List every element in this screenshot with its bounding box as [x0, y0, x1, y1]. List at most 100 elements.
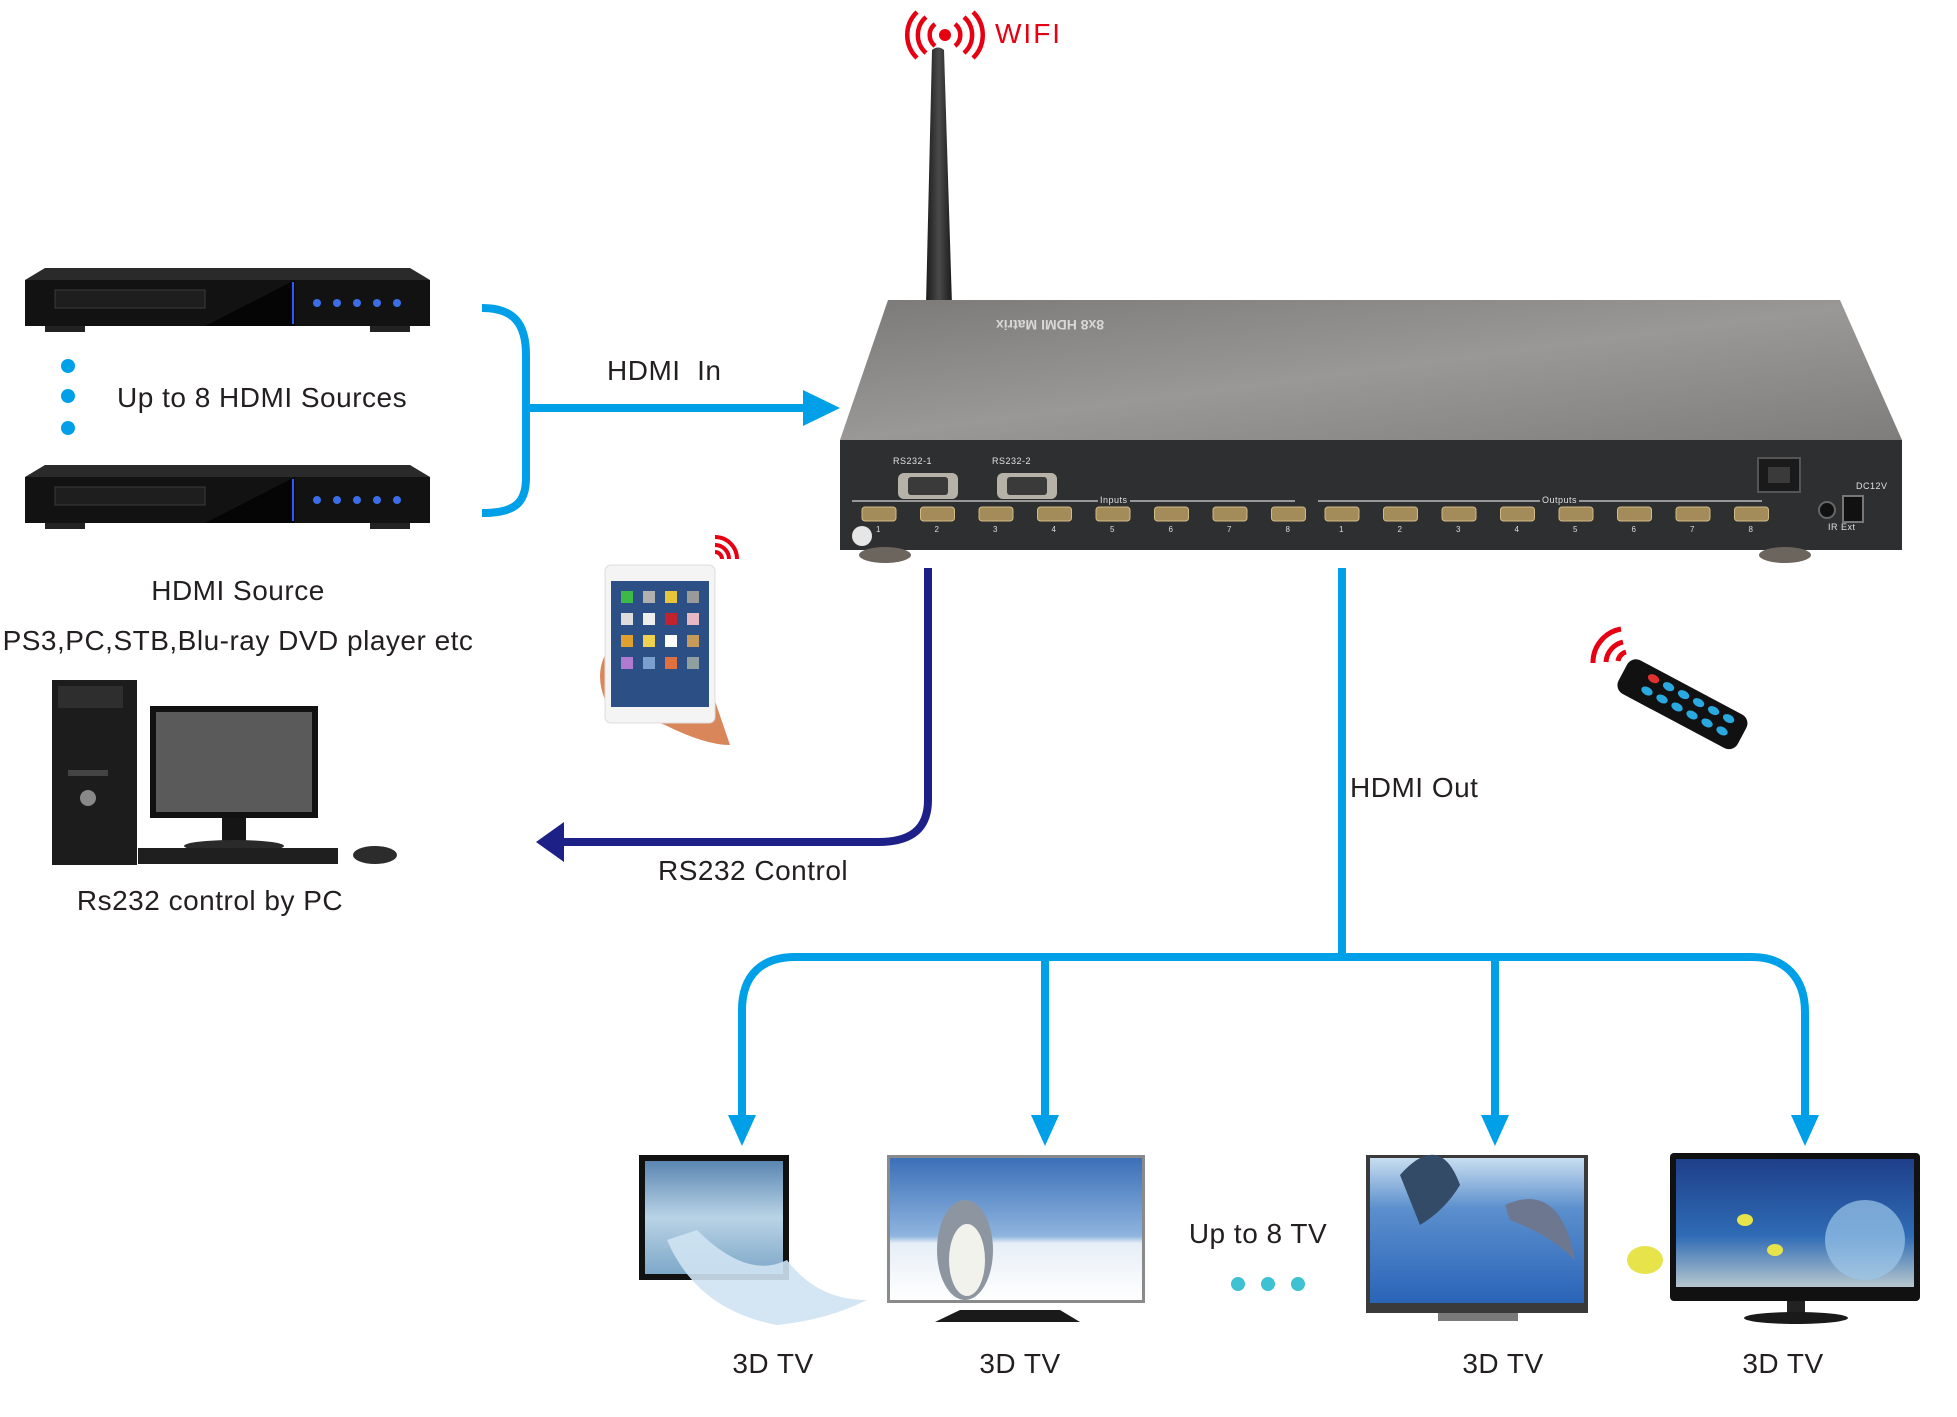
output-hdmi-port-1: [1324, 506, 1360, 522]
inputs-label: Inputs: [1098, 495, 1130, 505]
tv-3-label: 3D TV: [1462, 1348, 1544, 1379]
device-screw: [852, 526, 872, 546]
rs232-2-label: RS232-2: [992, 456, 1032, 466]
output-hdmi-port-7: [1675, 506, 1711, 522]
remote-button: [1677, 690, 1690, 700]
tablet-app-icon: [665, 591, 677, 603]
matrix-top-panel: [840, 300, 1902, 440]
wifi-broadcast-icon: [905, 10, 985, 60]
rs232-port-2: [997, 473, 1057, 499]
hdmi-in-arrowhead: [803, 390, 840, 426]
input-port-number: 1: [876, 525, 881, 534]
desktop-pc: [52, 680, 397, 865]
input-port-number: 7: [1227, 525, 1232, 534]
rs232-line: [560, 568, 932, 846]
pc-caption: Rs232 control by PC: [76, 885, 344, 916]
tablet-app-icon: [687, 613, 699, 625]
output-port-number: 1: [1339, 525, 1344, 534]
ir-remote-control: [1590, 626, 1748, 750]
tv-1-label: 3D TV: [732, 1348, 814, 1379]
tablet-app-icon: [643, 591, 655, 603]
tablet-app-icon: [665, 657, 677, 669]
remote-button: [1692, 698, 1705, 708]
ir-ext-jack: [1818, 501, 1836, 519]
remote-button: [1716, 726, 1728, 736]
tv-4-fish: [1627, 1153, 1920, 1324]
input-hdmi-port-4: [1037, 506, 1072, 522]
output-hdmi-port-4: [1500, 506, 1535, 522]
rs232-port-1: [898, 473, 958, 499]
sources-count-label: Up to 8 HDMI Sources: [117, 382, 408, 413]
rs232-control-label: RS232 Control: [658, 855, 849, 886]
tv-more-dot: [1261, 1277, 1275, 1291]
outputs-label: Outputs: [1540, 495, 1580, 505]
tablet-app-icon: [643, 613, 655, 625]
tv-count-label: Up to 8 TV: [1188, 1218, 1328, 1249]
tablet-app-icon: [687, 635, 699, 647]
dc-power-label: DC12V: [1856, 481, 1888, 491]
output-port-number: 2: [1397, 525, 1403, 534]
tablet-app-icon: [643, 635, 655, 647]
input-hdmi-port-1: [861, 506, 897, 522]
output-port-number: 4: [1514, 525, 1520, 534]
output-port-number: 7: [1690, 525, 1695, 534]
source-dot: [61, 359, 75, 373]
remote-button: [1662, 682, 1675, 692]
input-hdmi-port-6: [1154, 506, 1189, 522]
pc-keyboard: [138, 848, 338, 864]
rs232-arrowhead: [536, 822, 564, 862]
remote-button: [1686, 710, 1698, 720]
remote-button: [1647, 674, 1660, 684]
rs232-1-label: RS232-1: [893, 456, 933, 466]
tv2-arrowhead: [1031, 1115, 1059, 1146]
tablet-app-icon: [643, 657, 655, 669]
tv-2-label: 3D TV: [979, 1348, 1061, 1379]
wifi-label: WIFI: [995, 18, 1063, 49]
remote-button: [1722, 714, 1735, 724]
ir-ext-label: IR Ext: [1828, 522, 1856, 532]
input-hdmi-port-2: [920, 506, 955, 522]
tv-3-dolphins: [1366, 1154, 1588, 1321]
pc-mouse: [353, 846, 397, 864]
tablet-app-icon: [687, 591, 699, 603]
output-port-number: 6: [1631, 525, 1637, 534]
input-port-number: 8: [1285, 525, 1291, 534]
tv-2-penguin: [887, 1155, 1145, 1322]
input-port-number: 2: [934, 525, 940, 534]
device-foot: [859, 547, 911, 563]
tablet-app-icon: [665, 635, 677, 647]
hdmi-matrix-device: 8x8 HDMI Matrix: [840, 47, 1902, 563]
tv-more-dot: [1291, 1277, 1305, 1291]
hdmi-out-bus: [738, 953, 1809, 1120]
source-dot: [61, 421, 75, 435]
bluray-player-1: [25, 268, 430, 332]
tv-more-dot: [1231, 1277, 1245, 1291]
output-hdmi-port-5: [1558, 506, 1594, 522]
tablet-app-icon: [621, 657, 633, 669]
output-hdmi-port-8: [1734, 506, 1769, 522]
input-hdmi-port-3: [978, 506, 1014, 522]
source-dot: [61, 389, 75, 403]
output-port-number: 3: [1456, 525, 1461, 534]
input-port-number: 4: [1051, 525, 1057, 534]
tv-1-waterfall: [639, 1155, 867, 1325]
input-hdmi-port-8: [1271, 506, 1306, 522]
output-port-number: 8: [1748, 525, 1754, 534]
input-port-number: 3: [993, 525, 998, 534]
sources-caption: HDMI Source: [151, 575, 325, 606]
output-port-number: 5: [1573, 525, 1578, 534]
tv-4-label: 3D TV: [1742, 1348, 1824, 1379]
dc-power-jack: [1842, 495, 1864, 523]
input-port-number: 6: [1168, 525, 1174, 534]
tablet-app-icon: [621, 613, 633, 625]
input-port-number: 5: [1110, 525, 1115, 534]
sources-examples: PS3,PC,STB,Blu-ray DVD player etc: [2, 625, 474, 656]
remote-button: [1641, 686, 1653, 696]
matrix-top-label: 8x8 HDMI Matrix: [996, 317, 1104, 333]
output-hdmi-port-3: [1441, 506, 1477, 522]
input-hdmi-port-5: [1095, 506, 1131, 522]
remote-button: [1701, 718, 1713, 728]
hdmi-out-label: HDMI Out: [1350, 772, 1479, 803]
hdmi-in-label: HDMI In: [607, 355, 722, 386]
